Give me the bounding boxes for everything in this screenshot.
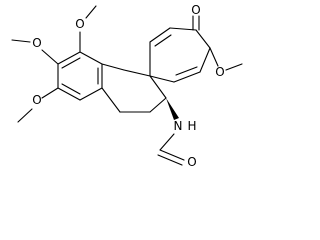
methoxy-oxygen-label: O — [75, 17, 84, 31]
amide-nitrogen-label: N — [174, 119, 183, 133]
methoxy-oxygen-label: O — [32, 36, 41, 50]
ketone-oxygen-label: O — [191, 3, 200, 17]
formyl-oxygen-label: O — [187, 155, 196, 169]
methoxy-group-upper-left: O — [11, 36, 59, 65]
methoxy-group-top: O — [75, 5, 97, 53]
amide-group: N H — [159, 119, 197, 151]
methoxy-group-lower-left: O — [17, 87, 59, 123]
molecule-diagram: O O O O O N H O — [11, 3, 243, 169]
benzene-ring — [57, 51, 103, 101]
wedge-bond — [166, 98, 179, 120]
cycloheptane-ring — [101, 63, 167, 113]
methoxy-oxygen-label: O — [32, 93, 41, 107]
methoxy-oxygen-label: O — [215, 65, 224, 79]
ketone-group: O — [191, 3, 201, 31]
tropolone-ring — [149, 27, 211, 83]
structure-drawing: O O O O O N H O — [11, 3, 243, 169]
formyl-group: O — [157, 149, 197, 169]
methoxy-group-ring-c: O — [209, 47, 243, 79]
amide-hydrogen-label: H — [187, 119, 196, 133]
